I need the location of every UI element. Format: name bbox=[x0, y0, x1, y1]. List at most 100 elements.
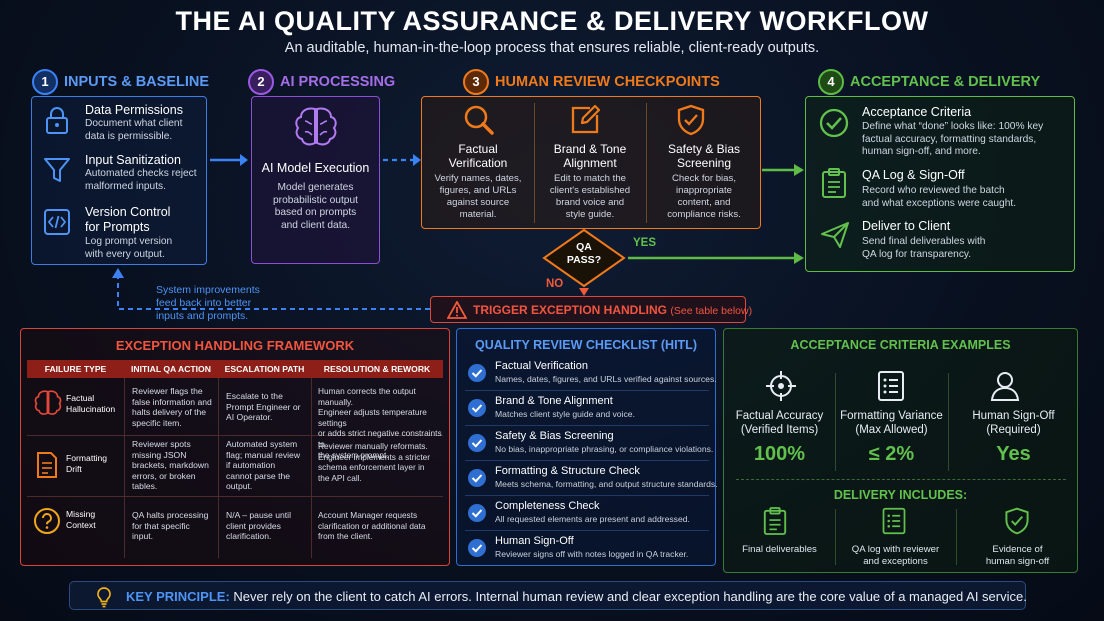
divider bbox=[218, 378, 219, 558]
divider bbox=[465, 460, 709, 461]
check-icon bbox=[468, 399, 486, 417]
qa-pass-decision bbox=[542, 228, 626, 288]
col-failure-type: FAILURE TYPE bbox=[44, 364, 107, 374]
page-subtitle: An auditable, human-in-the-loop process … bbox=[284, 40, 820, 56]
checklist-item: Safety & Bias Screening No bias, inapprop… bbox=[457, 429, 715, 461]
input-title-data-permissions: Data Permissions bbox=[85, 103, 183, 117]
exception-framework-panel: EXCEPTION HANDLING FRAMEWORK FAILURE TYP… bbox=[20, 328, 450, 566]
divider bbox=[27, 435, 443, 436]
check-icon bbox=[468, 434, 486, 452]
divider bbox=[646, 103, 647, 223]
divider bbox=[835, 509, 836, 565]
row1-resolution: Human corrects the output manually.Engin… bbox=[318, 386, 442, 460]
arrow-inputs-to-ai bbox=[210, 154, 248, 166]
divider bbox=[534, 103, 535, 223]
checklist-item-desc: Names, dates, figures, and URLs verified… bbox=[495, 374, 717, 384]
checklist-title: QUALITY REVIEW CHECKLIST (HITL) bbox=[475, 338, 697, 352]
divider bbox=[465, 390, 709, 391]
key-principle-bar: KEY PRINCIPLE: Never rely on the client … bbox=[69, 581, 1027, 610]
ai-model-title: AI Model Execution bbox=[261, 161, 370, 175]
clipboard-icon bbox=[822, 168, 846, 198]
shield-icon bbox=[677, 104, 705, 136]
divider bbox=[311, 378, 312, 558]
divider bbox=[465, 530, 709, 531]
col-initial-action: INITIAL QA ACTION bbox=[131, 364, 211, 374]
example-value-formatting: ≤ 2% bbox=[868, 443, 915, 465]
divider bbox=[465, 425, 709, 426]
row2-resolution: Reviewer manually reformats.Engineer imp… bbox=[318, 441, 431, 483]
arrow-head bbox=[794, 252, 804, 264]
example-label-accuracy: Factual Accuracy(Verified Items) bbox=[735, 410, 824, 436]
brain-icon bbox=[295, 107, 337, 146]
funnel-icon bbox=[44, 158, 70, 182]
checklist-item-desc: No bias, inappropriate phrasing, or comp… bbox=[495, 444, 714, 454]
yes-label: YES bbox=[633, 237, 657, 249]
checklist-item-title: Safety & Bias Screening bbox=[495, 430, 614, 442]
arrow-no-down bbox=[579, 288, 589, 296]
col-resolution: RESOLUTION & REWORK bbox=[323, 364, 431, 374]
acceptance-title: Acceptance Criteria bbox=[862, 105, 972, 119]
col-escalation: ESCALATION PATH bbox=[224, 364, 305, 374]
divider bbox=[736, 479, 1066, 480]
document-icon bbox=[37, 452, 57, 478]
input-title-sanitization: Input Sanitization bbox=[85, 153, 181, 167]
example-value-accuracy: 100% bbox=[753, 443, 806, 465]
check-circle-icon bbox=[819, 108, 849, 138]
divider bbox=[835, 373, 836, 471]
delivery-final-deliverables: Final deliverables bbox=[742, 544, 817, 555]
divider bbox=[956, 509, 957, 565]
question-icon bbox=[34, 508, 60, 534]
connector-arrows bbox=[628, 164, 804, 264]
acceptance-examples-title: ACCEPTANCE CRITERIA EXAMPLES bbox=[790, 338, 1011, 352]
target-icon bbox=[766, 371, 796, 401]
list-icon bbox=[882, 507, 906, 535]
lightbulb-icon bbox=[97, 587, 111, 608]
check-icon bbox=[468, 364, 486, 382]
arrow-head bbox=[794, 164, 804, 176]
checklist-item-title: Brand & Tone Alignment bbox=[495, 395, 613, 407]
checklist-item-desc: Reviewer signs off with notes logged in … bbox=[495, 549, 689, 559]
example-label-signoff: Human Sign-Off(Required) bbox=[972, 410, 1055, 436]
quality-checklist-panel: QUALITY REVIEW CHECKLIST (HITL) Factual … bbox=[456, 328, 718, 566]
person-icon bbox=[990, 372, 1020, 401]
example-value-signoff: Yes bbox=[996, 443, 1031, 465]
divider bbox=[27, 496, 443, 497]
deliver-title: Deliver to Client bbox=[862, 219, 951, 233]
checklist-item-desc: Matches client style guide and voice. bbox=[495, 409, 635, 419]
divider bbox=[465, 495, 709, 496]
trigger-exception-handling: TRIGGER EXCEPTION HANDLING (See table be… bbox=[430, 296, 752, 323]
shield-check-icon bbox=[1005, 507, 1029, 535]
checklist-item-title: Human Sign-Off bbox=[495, 535, 574, 547]
qa-log-title: QA Log & Sign-Off bbox=[862, 168, 965, 182]
exception-framework-title: EXCEPTION HANDLING FRAMEWORK bbox=[115, 338, 355, 353]
lock-icon bbox=[46, 107, 68, 134]
check-icon bbox=[468, 504, 486, 522]
delivery-includes-title: DELIVERY INCLUDES: bbox=[833, 488, 968, 502]
check-icon bbox=[468, 539, 486, 557]
checklist-item-desc: Meets schema, formatting, and output str… bbox=[495, 479, 718, 489]
acceptance-delivery-panel: Acceptance Criteria Define what “done” l… bbox=[805, 96, 1075, 272]
